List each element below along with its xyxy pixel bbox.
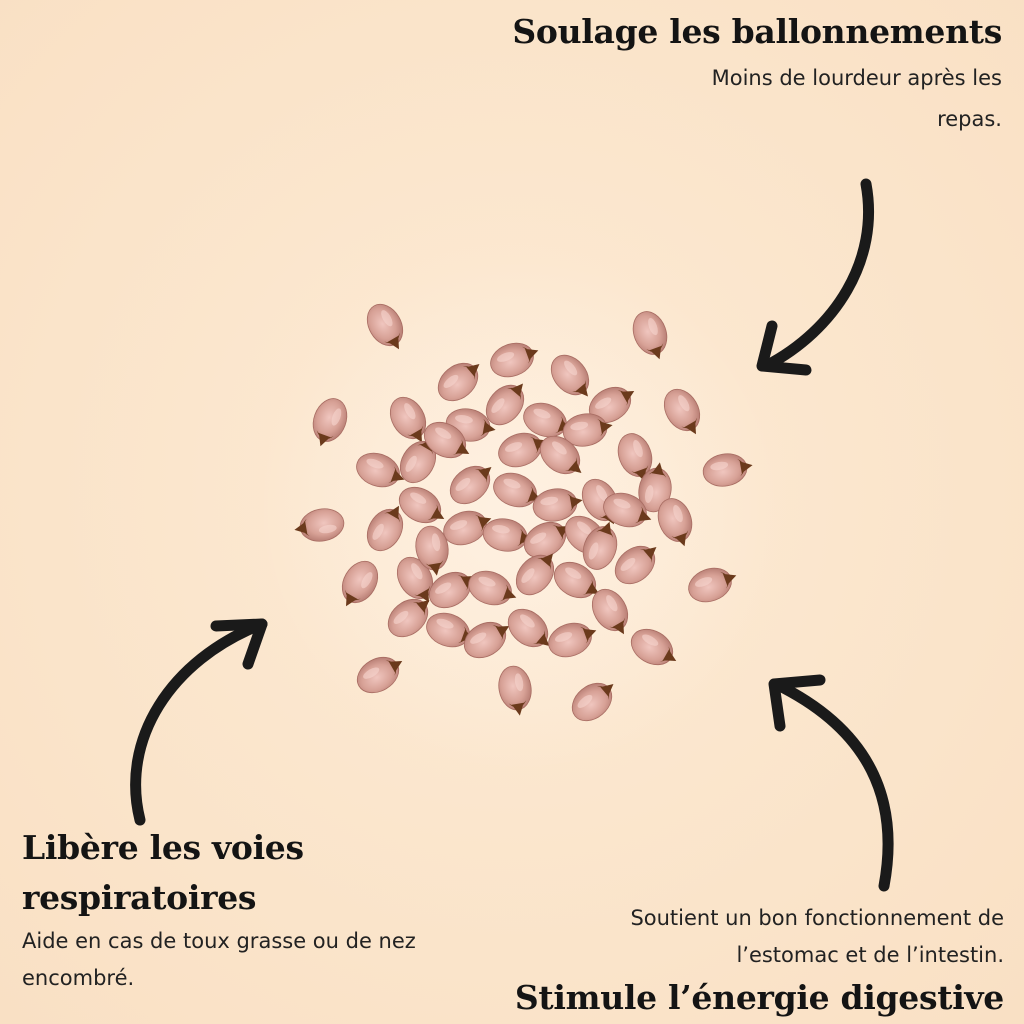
seed-bud [294, 508, 345, 542]
seed-bud [562, 413, 613, 447]
benefit-title-line-2: respiratoires [22, 878, 257, 917]
seed-bud [632, 311, 668, 360]
seed-bud [539, 435, 582, 475]
seed-bud [443, 510, 492, 546]
benefit-title: Stimule l’énergie digestive [514, 978, 1004, 1017]
seed-bud [515, 553, 555, 596]
benefit-digestive: Soutient un bon fonctionnement de l’esto… [484, 900, 1004, 1022]
seed-bud [468, 570, 517, 606]
seed-bud [553, 561, 600, 599]
seed-bud [588, 386, 635, 424]
arrow-left-icon [130, 618, 268, 826]
seed-bud [449, 465, 492, 505]
seed-bud [389, 396, 427, 443]
benefit-title-line-1: Libère les voies [22, 828, 304, 867]
seed-bud [603, 492, 652, 528]
arrow-top-icon [756, 178, 875, 376]
seed-bud [463, 621, 510, 659]
seed-bud [688, 567, 737, 603]
seed-bud [523, 521, 570, 559]
benefit-description-line-1: Aide en cas de toux grasse ou de nez [22, 929, 416, 953]
seed-bud [396, 556, 434, 603]
arrow-right-icon [768, 674, 894, 892]
seed-bud [415, 525, 449, 576]
seed-bud [532, 488, 583, 522]
seed-bud [437, 362, 480, 402]
seed-bud [423, 421, 470, 459]
benefit-description-line-2: l’estomac et de l’intestin. [736, 943, 1004, 967]
seed-bud [366, 303, 404, 350]
seed-bud [485, 383, 525, 426]
benefit-description-line-2: repas. [937, 107, 1002, 131]
seed-bud [428, 571, 475, 609]
seed-bud [398, 486, 445, 524]
seed-bud [582, 521, 618, 570]
seed-bud [638, 462, 672, 513]
seed-bud [341, 560, 379, 607]
seed-bud [617, 433, 653, 482]
seed-bud [571, 682, 614, 722]
benefit-bloating: Soulage les ballonnements Moins de lourd… [502, 8, 1002, 138]
seed-bud [550, 354, 590, 397]
benefit-title: Soulage les ballonnements [512, 12, 1002, 51]
seed-bud [630, 628, 677, 666]
seed-bud [591, 588, 629, 635]
seed-bud [387, 598, 430, 638]
benefit-description-line-2: encombré. [22, 966, 135, 990]
benefit-description-line-1: Moins de lourdeur après les [711, 66, 1002, 90]
seed-bud [356, 452, 405, 488]
benefit-respiratory: Libère les voies respiratoires Aide en c… [22, 823, 522, 997]
seed-bud [498, 665, 532, 716]
seed-bud [356, 656, 403, 694]
seed-bud [548, 622, 597, 658]
seed-bud [663, 388, 701, 435]
seed-bud [482, 518, 533, 552]
seed-bud [657, 498, 693, 547]
seed-bud [490, 342, 539, 378]
benefit-description-line-1: Soutient un bon fonctionnement de [630, 906, 1004, 930]
seed-bud [366, 505, 404, 552]
seed-bud [702, 453, 753, 487]
seed-bud [312, 398, 348, 447]
seed-bud [507, 608, 550, 648]
seed-bud [614, 545, 657, 585]
seed-bud [498, 432, 547, 468]
